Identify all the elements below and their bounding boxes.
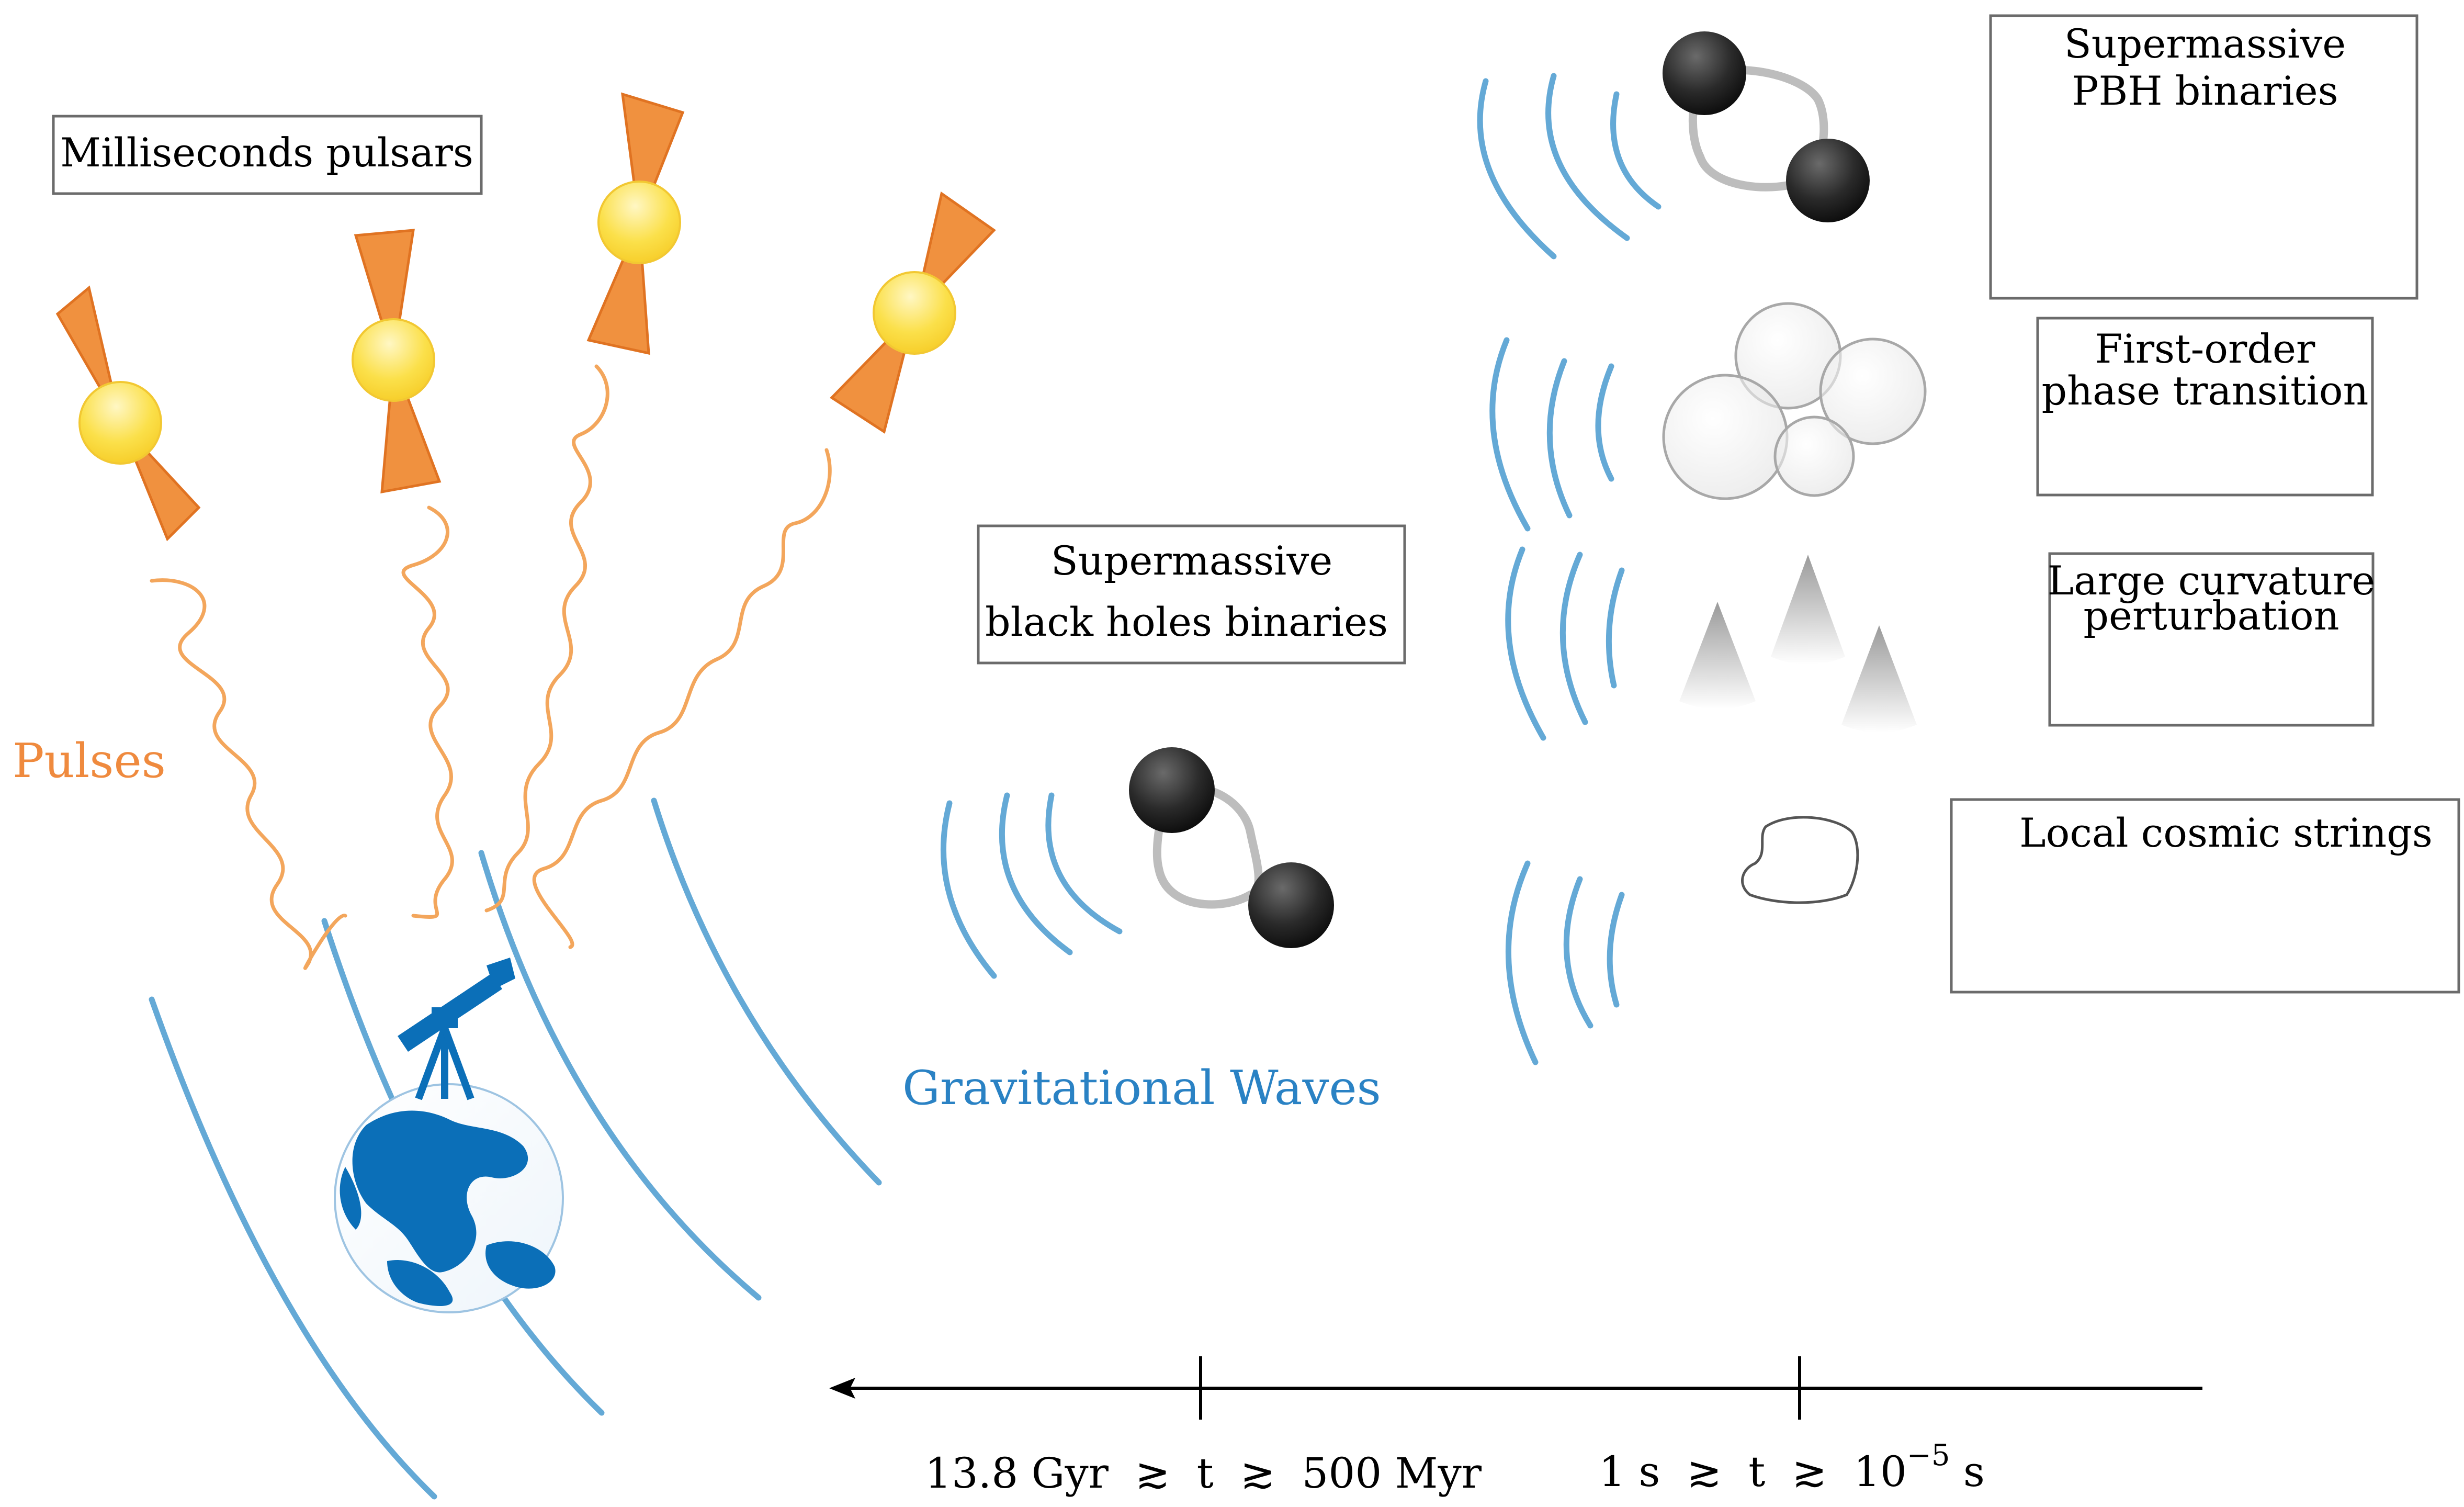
pulsar-1: [55, 285, 201, 542]
pulsars-label: Milliseconds pulsars: [60, 129, 473, 176]
pulse-waves: [150, 364, 832, 970]
cones-icon: [1505, 546, 1917, 741]
pulsar-2: [352, 229, 442, 494]
pulse-2: [401, 505, 454, 919]
cosmic-string-icon: [1505, 816, 1859, 1065]
timeline-label-left: 13.8 Gyr ≳ t ≳ 500 Myr: [925, 1449, 1482, 1498]
fopt-label-line2: phase transition: [2041, 367, 2368, 414]
fopt-label-line1: First-order: [2095, 325, 2315, 372]
gravitational-waves-label: Gravitational Waves: [902, 1061, 1381, 1116]
pulse-4: [532, 448, 832, 949]
curvature-box: [2048, 552, 2375, 727]
timeline-label-right: 1 s ≳ t ≳ 10−5 s: [1599, 1438, 1985, 1496]
earth-globe: [334, 1083, 564, 1313]
earth-gravitational-wavefronts: [149, 797, 882, 1500]
pulse-3: [484, 364, 609, 913]
pulse-1: [150, 578, 347, 970]
pbh-box: [1989, 14, 2418, 300]
smbh-box: [977, 524, 1406, 665]
strings-box: [1950, 798, 2460, 994]
pulses-label: Pulses: [13, 734, 166, 789]
pulsars-box: [52, 115, 483, 195]
telescope-icon: [398, 958, 515, 1100]
timeline-right-prefix: 1 s ≳ t ≳ 10: [1599, 1447, 1907, 1496]
smbh-label-line1: Supermassive: [1051, 537, 1333, 584]
timeline-right-suffix: s: [1950, 1447, 1984, 1496]
curvature-label-line1: Large curvature: [2048, 557, 2376, 604]
curvature-label-line2: perturbation: [2083, 592, 2339, 639]
smbh-binary: [940, 747, 1334, 979]
smbh-label-line2: black holes binaries: [985, 599, 1388, 645]
pulsar-4: [830, 191, 996, 434]
fopt-box: [2036, 317, 2374, 497]
strings-label: Local cosmic strings: [2019, 809, 2433, 856]
bubbles-icon: [1489, 302, 1927, 532]
pbh-binary: [1477, 31, 1870, 260]
pbh-label-line2: PBH binaries: [2072, 68, 2338, 114]
timeline-right-exponent: −5: [1907, 1438, 1950, 1472]
timeline-axis: [829, 1356, 2202, 1420]
pbh-label-line1: Supermassive: [2064, 20, 2346, 67]
pulsar-3: [586, 92, 685, 355]
